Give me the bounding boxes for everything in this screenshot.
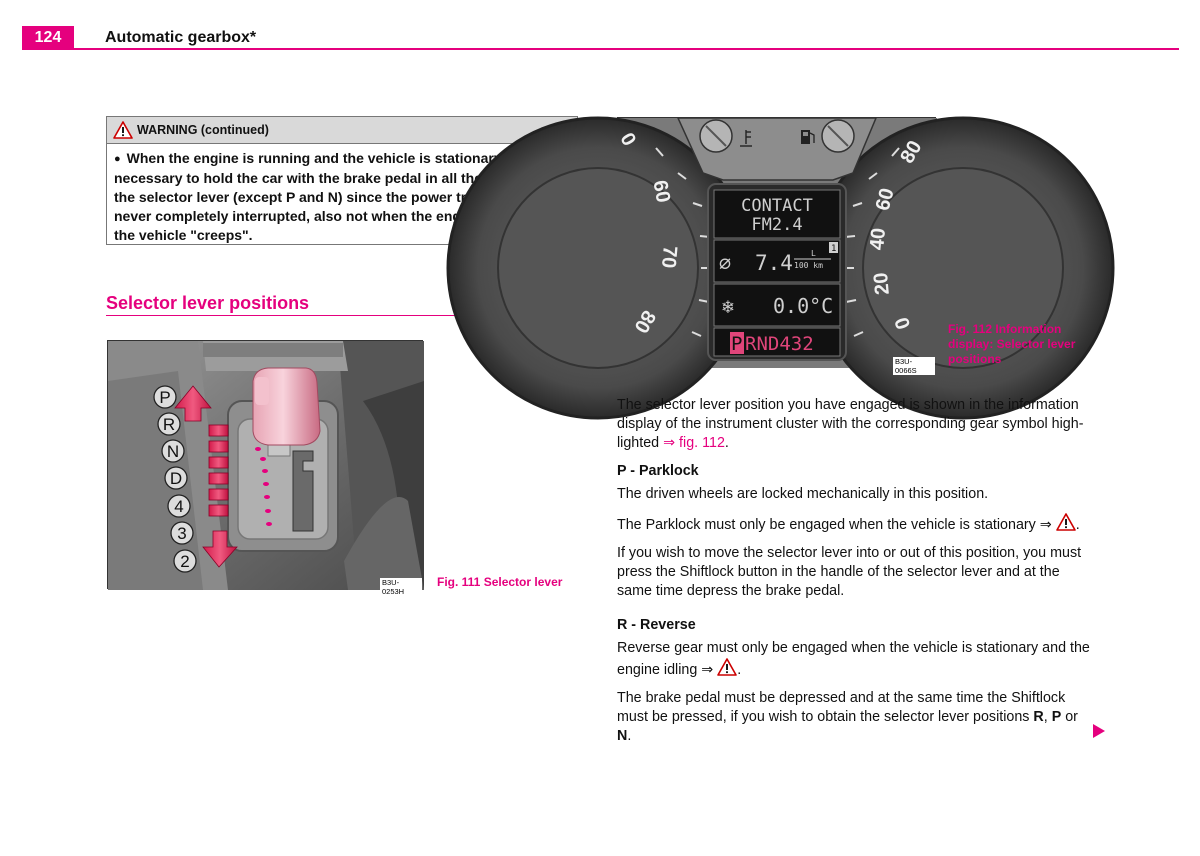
parklock-paragraph-2: The Parklock must only be engaged when t… bbox=[617, 513, 1092, 535]
reverse-paragraph-1: Reverse gear must only be engaged when t… bbox=[617, 639, 1092, 680]
figure-code: B3U-0066S bbox=[893, 357, 935, 375]
speed-label-70: 70 bbox=[657, 245, 681, 269]
figure-information-display: 0 60 70 80 80 60 40 20 0 CONTAC bbox=[446, 116, 1115, 420]
section-heading: Selector lever positions bbox=[106, 293, 310, 313]
gear-r: R bbox=[1033, 709, 1044, 725]
parklock-text: The Parklock must only be engaged when t… bbox=[617, 517, 1056, 533]
display-line2: FM2.4 bbox=[751, 215, 802, 235]
parklock-paragraph-1: The driven wheels are locked mechanicall… bbox=[617, 486, 989, 502]
section-rule bbox=[106, 315, 578, 316]
gear-n: N bbox=[617, 728, 628, 744]
gear-label-r: R bbox=[163, 415, 175, 434]
figure-caption: Fig. 111 Selector lever bbox=[437, 575, 563, 589]
instrument-cluster-illustration: 0 60 70 80 80 60 40 20 0 CONTAC bbox=[446, 116, 1115, 420]
speed-label-60: 60 bbox=[648, 179, 674, 205]
reverse-heading: R - Reverse bbox=[617, 617, 696, 633]
body-text: The selector lever position you have eng… bbox=[617, 396, 1092, 755]
warning-text: ●When the engine is running and the vehi… bbox=[114, 149, 571, 245]
gear-label-3: 3 bbox=[177, 524, 186, 543]
intro-end: . bbox=[724, 435, 729, 451]
figure-selector-lever: P R N D 4 3 2 B3U-0253H bbox=[107, 340, 424, 596]
display-memory-index: 1 bbox=[831, 244, 836, 254]
warning-heading: WARNING (continued) bbox=[137, 123, 269, 137]
separator-or: or bbox=[1061, 709, 1078, 725]
display-gear-rest: RND432 bbox=[745, 333, 814, 355]
consumption-icon: ⌀ bbox=[719, 251, 731, 275]
snowflake-icon: ❄ bbox=[722, 296, 733, 318]
reverse-text-2: The brake pedal must be depressed and at… bbox=[617, 690, 1066, 725]
figure-reference-link[interactable]: ⇒ fig. 112 bbox=[663, 435, 725, 451]
reverse-text: Reverse gear must only be engaged when t… bbox=[617, 640, 1090, 678]
intro-text: The selector lever position you have eng… bbox=[617, 397, 1084, 451]
chapter-title: Automatic gearbox* bbox=[105, 29, 257, 46]
page-number: 124 bbox=[22, 26, 74, 50]
separator: , bbox=[1043, 709, 1052, 725]
display-temperature: 0.0°C bbox=[773, 294, 833, 318]
gear-p: P bbox=[1051, 709, 1062, 725]
gear-label-n: N bbox=[167, 442, 179, 461]
period: . bbox=[627, 728, 632, 744]
gear-label-2: 2 bbox=[180, 552, 189, 571]
warning-box: WARNING (continued) ●When the engine is … bbox=[106, 116, 578, 245]
gear-label-4: 4 bbox=[174, 497, 183, 516]
warning-triangle-icon bbox=[113, 121, 133, 139]
coolant-temp-icon bbox=[740, 130, 752, 147]
period: . bbox=[1075, 517, 1080, 533]
period: . bbox=[737, 662, 742, 678]
display-unit-top: L bbox=[811, 249, 816, 258]
gear-label-d: D bbox=[170, 469, 182, 488]
next-page-arrow-icon[interactable] bbox=[1093, 724, 1105, 738]
display-unit-bottom: 100 km bbox=[794, 261, 823, 270]
display-line1: CONTACT bbox=[741, 196, 813, 216]
parklock-heading: P - Parklock bbox=[617, 463, 699, 479]
rpm-label-20: 20 bbox=[870, 272, 894, 296]
fuel-pump-icon bbox=[801, 130, 815, 144]
figure-code: B3U-0253H bbox=[380, 578, 422, 596]
intro-paragraph: The selector lever position you have eng… bbox=[617, 396, 1092, 453]
parklock-paragraph-3: If you wish to move the selector lever i… bbox=[617, 545, 1082, 599]
warning-header: WARNING (continued) bbox=[107, 117, 577, 144]
rpm-label-40: 40 bbox=[866, 227, 890, 251]
gear-labels: P R N D 4 3 2 bbox=[153, 385, 197, 573]
bullet-icon: ● bbox=[114, 153, 121, 165]
header-rule bbox=[22, 48, 1179, 50]
display-gear-selected: P bbox=[731, 333, 742, 355]
display-consumption: 7.4 bbox=[755, 251, 793, 275]
figure-caption: Fig. 112 Information display: Selector l… bbox=[948, 322, 1076, 366]
reverse-paragraph-2: The brake pedal must be depressed and at… bbox=[617, 689, 1092, 746]
gear-label-p: P bbox=[159, 388, 170, 407]
warning-triangle-icon[interactable] bbox=[717, 658, 738, 676]
selector-lever-illustration: P R N D 4 3 2 bbox=[108, 341, 424, 590]
warning-body-text: When the engine is running and the vehic… bbox=[114, 150, 566, 243]
warning-triangle-icon[interactable] bbox=[1055, 513, 1076, 531]
